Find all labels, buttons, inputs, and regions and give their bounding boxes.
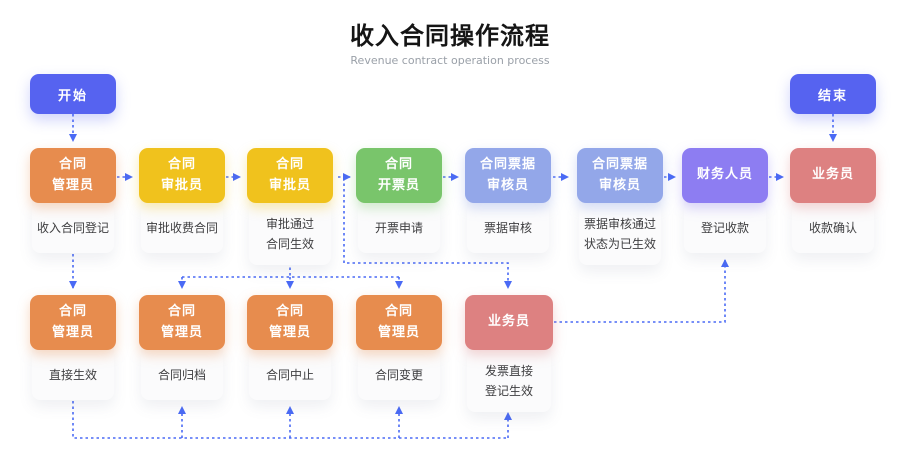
node-task: 开票申请 (358, 200, 440, 253)
node-task: 发票直接 登记生效 (467, 347, 551, 412)
node-role: 合同 管理员 (356, 295, 442, 350)
node-task: 直接生效 (32, 347, 114, 400)
node-contract-archive: 合同 管理员 合同归档 (139, 295, 225, 400)
start-node: 开始 (30, 74, 116, 114)
node-task: 票据审核通过 状态为已生效 (579, 200, 661, 265)
node-task: 审批收费合同 (141, 200, 223, 253)
node-role: 合同票据 审核员 (577, 148, 663, 203)
page-title: 收入合同操作流程 (350, 22, 550, 50)
header: 收入合同操作流程 Revenue contract operation proc… (0, 22, 900, 67)
node-register-receipt: 财务人员 登记收款 (682, 148, 768, 253)
node-contract-change: 合同 管理员 合同变更 (356, 295, 442, 400)
node-bill-review: 合同票据 审核员 票据审核 (465, 148, 551, 253)
node-contract-register: 合同 管理员 收入合同登记 (30, 148, 116, 253)
node-task: 合同中止 (249, 347, 331, 400)
node-role: 合同 管理员 (30, 148, 116, 203)
node-task: 合同归档 (141, 347, 223, 400)
node-role: 业务员 (790, 148, 876, 203)
node-role: 业务员 (465, 295, 553, 350)
node-contract-suspend: 合同 管理员 合同中止 (247, 295, 333, 400)
node-task: 审批通过 合同生效 (249, 200, 331, 265)
node-bill-review-passed: 合同票据 审核员 票据审核通过 状态为已生效 (577, 148, 663, 265)
line-bottom-bus (72, 401, 508, 439)
node-task: 票据审核 (467, 200, 549, 253)
node-receipt-confirm: 业务员 收款确认 (790, 148, 876, 253)
node-direct-effective: 合同 管理员 直接生效 (30, 295, 116, 400)
end-node: 结束 (790, 74, 876, 114)
node-role: 合同 审批员 (139, 148, 225, 203)
node-role: 合同 开票员 (356, 148, 442, 203)
node-task: 收款确认 (792, 200, 874, 253)
node-role: 财务人员 (682, 148, 768, 203)
page-subtitle: Revenue contract operation process (350, 53, 550, 67)
node-approved-effective: 合同 审批员 审批通过 合同生效 (247, 148, 333, 265)
node-role: 合同 管理员 (30, 295, 116, 350)
node-task: 合同变更 (358, 347, 440, 400)
node-role: 合同 管理员 (139, 295, 225, 350)
node-task: 收入合同登记 (32, 200, 114, 253)
node-task: 登记收款 (684, 200, 766, 253)
node-role: 合同票据 审核员 (465, 148, 551, 203)
node-role: 合同 管理员 (247, 295, 333, 350)
arrow-salesman-to-finance (554, 259, 729, 323)
node-invoice-direct-effective: 业务员 发票直接 登记生效 (465, 295, 553, 412)
node-approve-contract: 合同 审批员 审批收费合同 (139, 148, 225, 253)
node-role: 合同 审批员 (247, 148, 333, 203)
node-invoice-apply: 合同 开票员 开票申请 (356, 148, 442, 253)
